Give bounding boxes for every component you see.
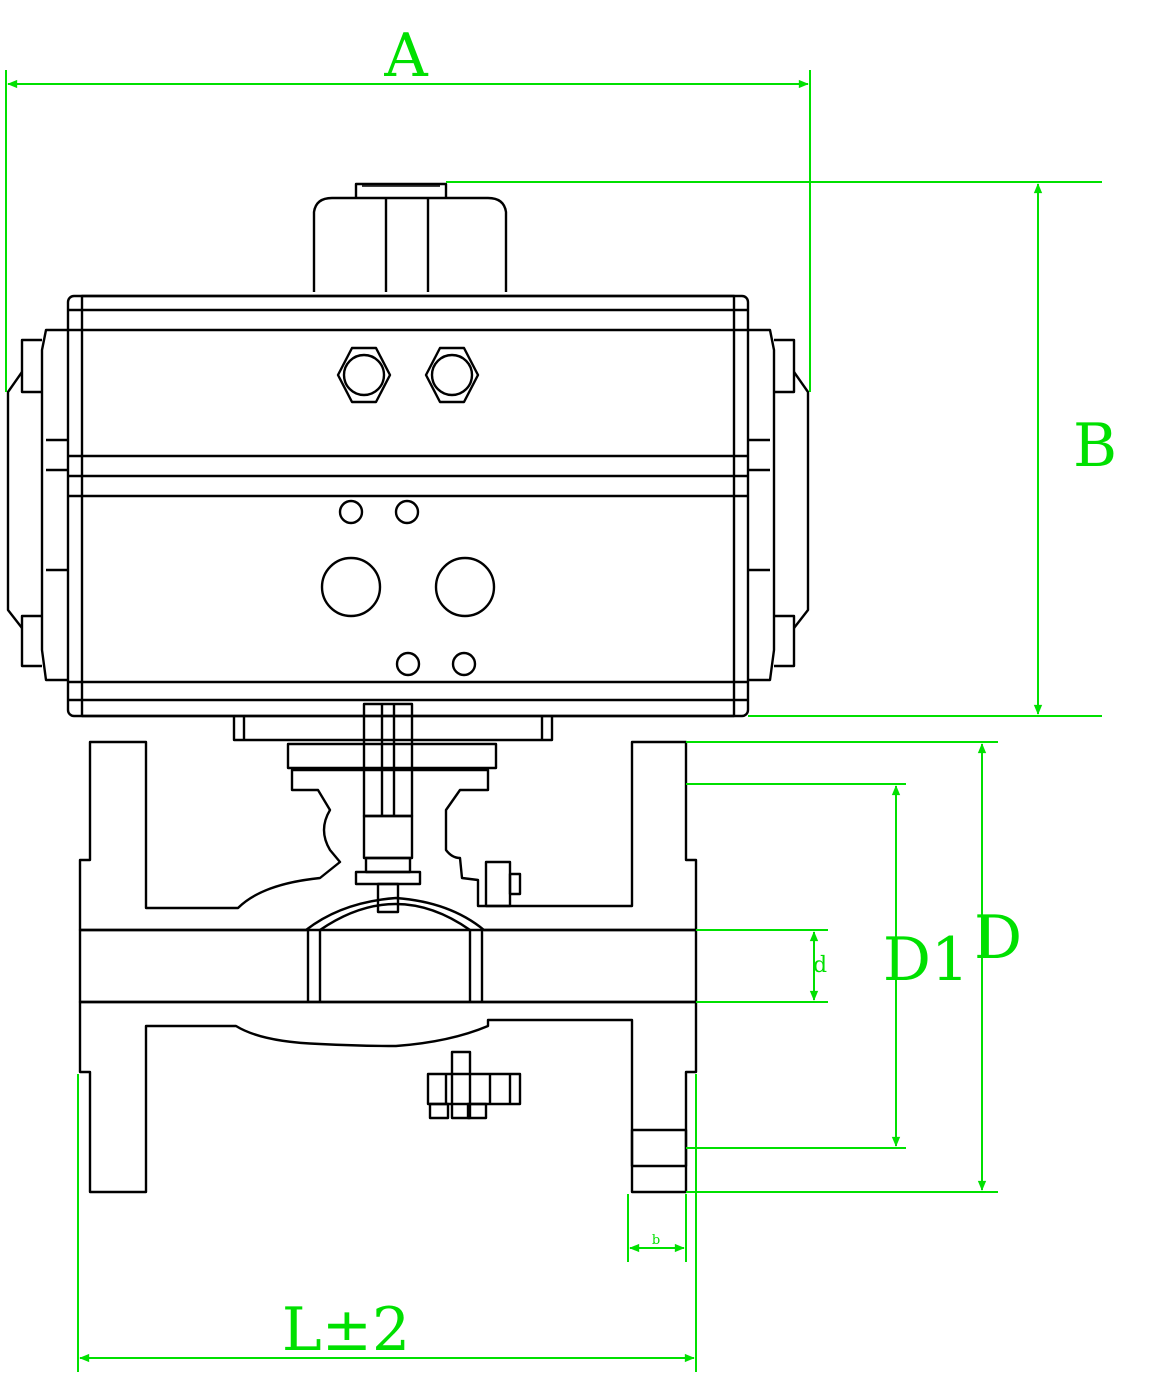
bore — [78, 902, 698, 1004]
valve-stem — [286, 702, 498, 914]
hatched-section — [78, 740, 698, 1194]
position-indicator — [312, 182, 508, 292]
dimension-label-L: L±2 — [282, 1295, 410, 1365]
body-bolt-upper — [484, 860, 522, 908]
actuator — [6, 182, 810, 742]
right-end-cap — [748, 328, 810, 682]
dimension-label-d: d — [813, 953, 827, 978]
hex-fitting-left — [336, 346, 392, 404]
dimension-lines — [5, 70, 1102, 1372]
dimension-d — [696, 929, 828, 1003]
dimension-b — [627, 1194, 687, 1262]
hex-fitting-right — [424, 346, 480, 404]
dimension-label-B: B — [1073, 411, 1117, 481]
dimension-label-D1: D1 — [883, 925, 969, 995]
dimension-B — [446, 181, 1102, 717]
valve-body — [78, 702, 698, 1194]
left-end-cap — [6, 328, 68, 682]
dimension-A — [5, 70, 811, 392]
dimension-label-A: A — [383, 21, 428, 91]
body-bolt-lower — [426, 1050, 522, 1120]
dimension-D — [686, 741, 998, 1193]
flange-gap — [630, 1128, 688, 1168]
mounting-holes — [320, 499, 496, 677]
dimension-L — [77, 1074, 697, 1372]
actuator-body — [66, 294, 750, 718]
dimension-D1 — [686, 783, 906, 1149]
dimension-label-b: b — [652, 1233, 660, 1248]
dimension-label-D: D — [974, 903, 1022, 973]
